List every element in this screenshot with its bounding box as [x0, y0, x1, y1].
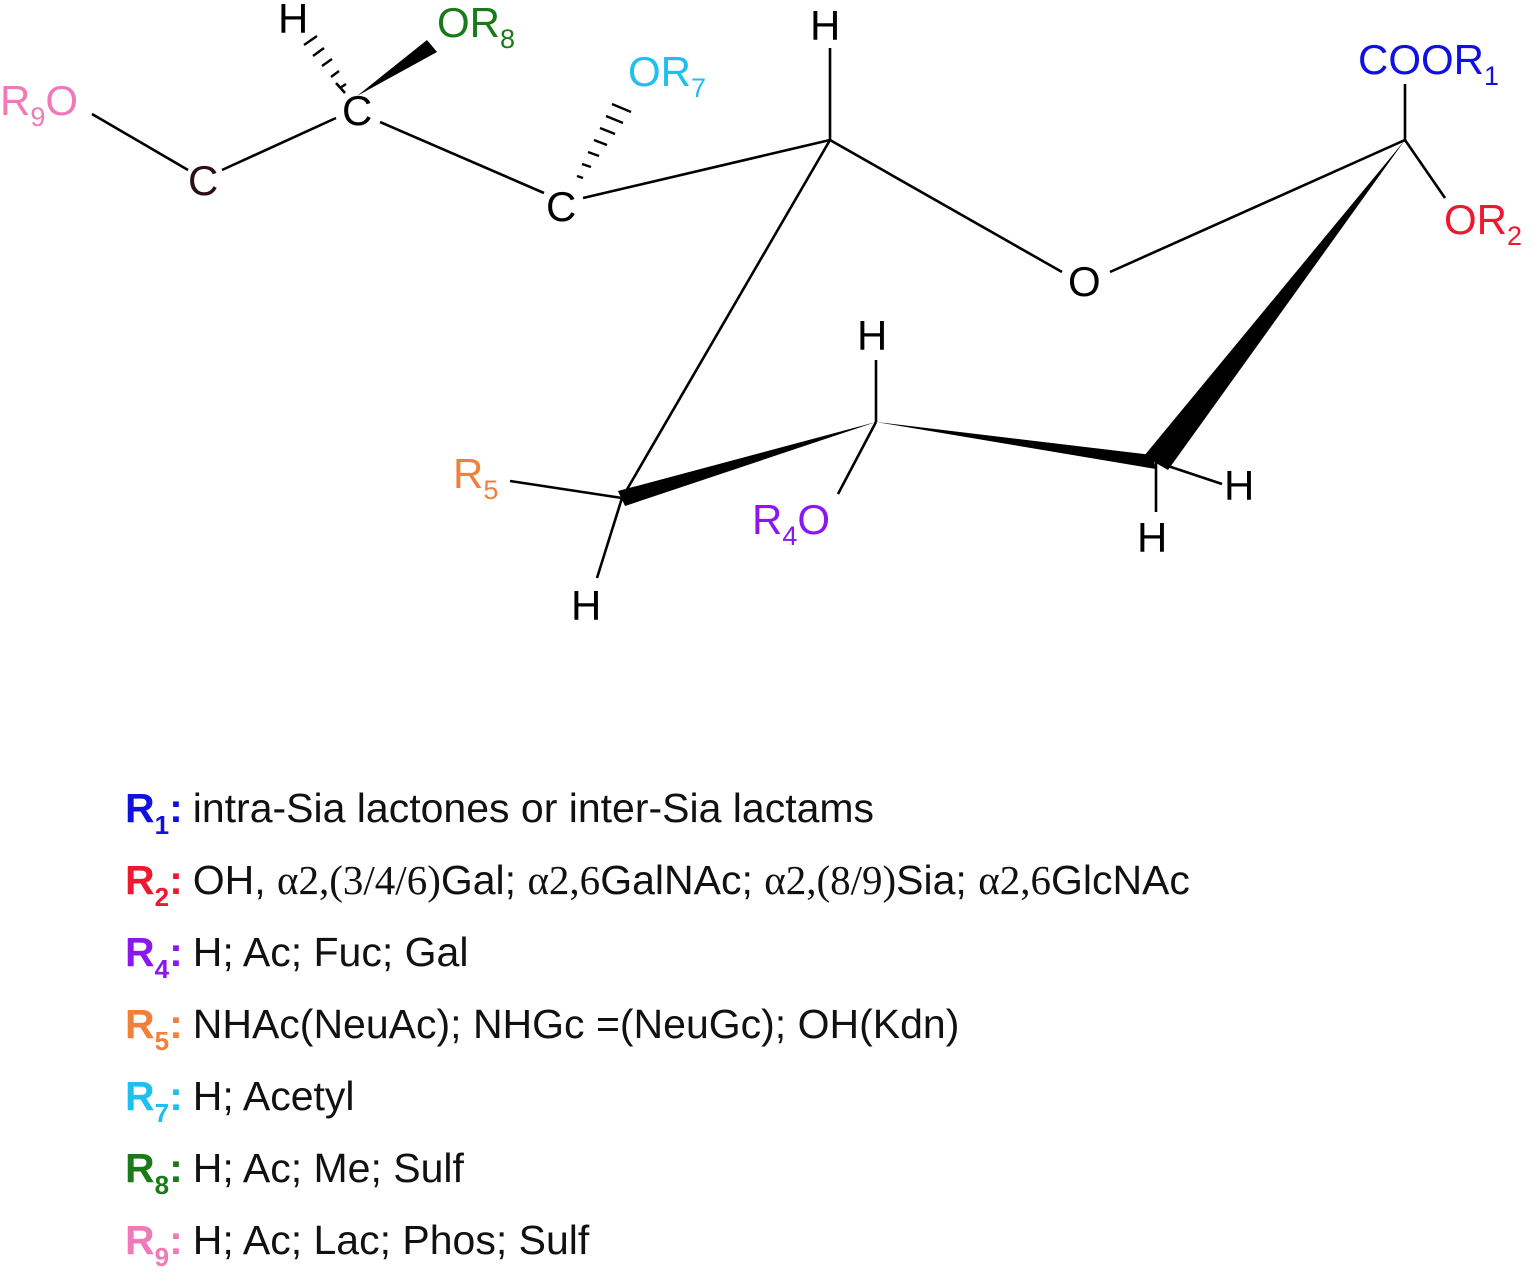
- legend-key-r1: R1:: [125, 785, 183, 840]
- legend-value-r4: H; Ac; Fuc; Gal: [192, 929, 469, 975]
- bond-c8-c7: [379, 120, 545, 195]
- bond-c6-c5: [620, 139, 832, 499]
- legend-row-r7: R7:H; Acetyl: [125, 1066, 355, 1126]
- h-c3-down-label: H: [1137, 514, 1167, 561]
- hash-c8-h: [303, 35, 318, 46]
- coor1-label: COOR1: [1358, 36, 1499, 91]
- bonds: [91, 48, 1447, 579]
- or2-label: OR2: [1444, 196, 1522, 251]
- sialic-acid-structure: R9O C C H OR8 OR7 C H O COOR1 OR2 H: [0, 0, 1522, 629]
- r9o-label: R9O: [0, 77, 78, 132]
- legend-key-r7: R7:: [125, 1073, 183, 1128]
- hash-c7-or7: [581, 162, 592, 169]
- bond-c7-c6: [582, 138, 831, 200]
- legend-value-r2: OH, α2,(3/4/6)Gal; α2,6GalNAc; α2,(8/9)S…: [192, 857, 1190, 903]
- bond-r9o-c9: [91, 112, 189, 172]
- hash-c8-h: [312, 47, 325, 57]
- wedge-c3-c2: [1144, 140, 1405, 470]
- or8-label: OR8: [437, 0, 515, 54]
- bond-ring-o-c2: [1109, 138, 1406, 274]
- r5-label: R5: [453, 450, 498, 505]
- legend-row-r4: R4:H; Ac; Fuc; Gal: [125, 922, 468, 982]
- r4o-label: R4O: [752, 496, 830, 551]
- carbon-c9-label: C: [188, 157, 218, 204]
- legend-row-r2: R2:OH, α2,(3/4/6)Gal; α2,6GalNAc; α2,(8/…: [125, 850, 1190, 910]
- wedge-c8-or8: [357, 40, 437, 96]
- hashed-bonds: [303, 35, 632, 180]
- hash-c7-or7: [599, 126, 616, 136]
- carbon-c7-label: C: [546, 183, 576, 230]
- hash-c8-h: [330, 70, 340, 78]
- legend-row-r5: R5:NHAc(NeuAc); NHGc =(NeuGc); OH(Kdn): [125, 994, 959, 1054]
- legend-key-r4: R4:: [125, 929, 183, 984]
- or7-label: OR7: [628, 48, 706, 103]
- legend-value-r1: intra-Sia lactones or inter-Sia lactams: [192, 785, 875, 831]
- legend-value-r8: H; Ac; Me; Sulf: [192, 1145, 464, 1191]
- wedge-bonds: [357, 40, 1405, 506]
- h-c4-label: H: [857, 312, 887, 359]
- hash-c7-or7: [593, 138, 608, 147]
- legend-key-r9: R9:: [125, 1217, 183, 1272]
- bond-c5-h: [595, 497, 624, 579]
- hash-c7-or7: [605, 114, 624, 125]
- legend-key-r5: R5:: [125, 1001, 183, 1056]
- hash-c7-or7: [587, 150, 600, 158]
- wedge-c5-c4: [618, 422, 876, 506]
- ring-oxygen-label: O: [1068, 258, 1101, 305]
- hash-c7-or7: [576, 174, 584, 180]
- legend-row-r8: R8:H; Ac; Me; Sulf: [125, 1138, 464, 1198]
- bond-c2-or2: [1403, 139, 1447, 199]
- h-c6-label: H: [810, 2, 840, 49]
- h-c5-label: H: [571, 582, 601, 629]
- bond-c9-c8: [221, 116, 337, 172]
- hash-c8-h: [321, 58, 333, 67]
- legend-value-r7: H; Acetyl: [192, 1073, 355, 1119]
- bond-c4-r4o: [836, 421, 878, 495]
- legend-key-r8: R8:: [125, 1145, 183, 1200]
- wedge-c4-c3: [876, 422, 1156, 469]
- bond-c6-ring-o: [829, 138, 1063, 274]
- legend-key-r2: R2:: [125, 857, 183, 912]
- h-c8-label: H: [278, 0, 308, 42]
- hash-c7-or7: [611, 102, 632, 114]
- bond-r5-c5: [509, 479, 623, 500]
- hash-c8-h: [339, 83, 347, 89]
- legend-value-r5: NHAc(NeuAc); NHGc =(NeuGc); OH(Kdn): [192, 1001, 960, 1047]
- legend-value-r9: H; Ac; Lac; Phos; Sulf: [192, 1217, 590, 1263]
- atom-labels: R9O C C H OR8 OR7 C H O COOR1 OR2 H: [0, 0, 1522, 629]
- carbon-c8-label: C: [342, 87, 372, 134]
- legend-row-r1: R1:intra-Sia lactones or inter-Sia lacta…: [125, 778, 874, 838]
- legend-row-r9: R9:H; Ac; Lac; Phos; Sulf: [125, 1210, 589, 1270]
- h-c3-right-label: H: [1224, 462, 1254, 509]
